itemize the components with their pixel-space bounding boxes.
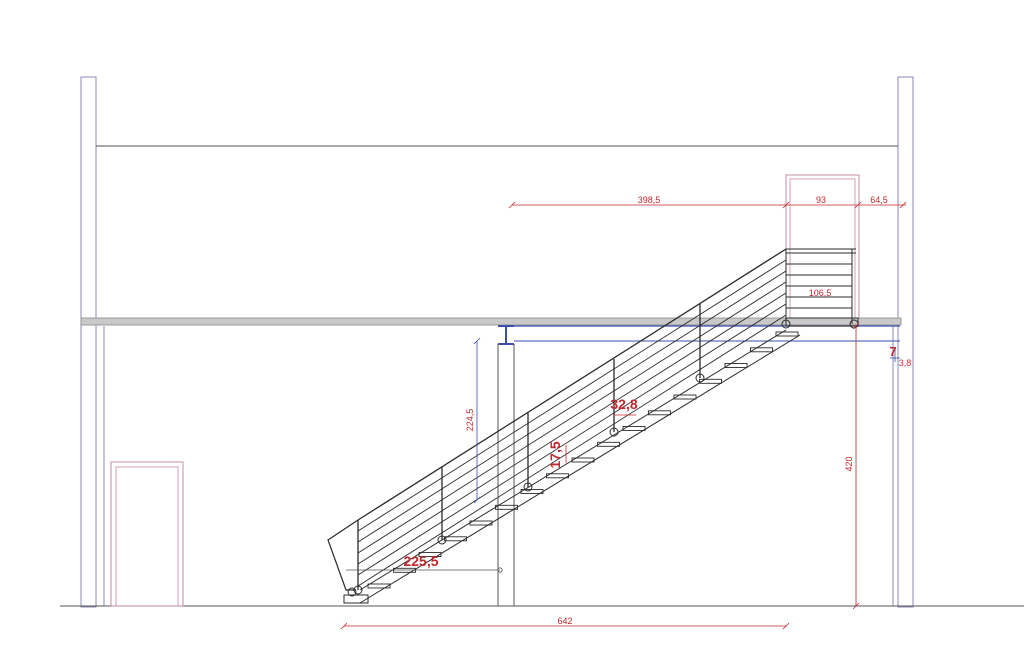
stringer-bottom — [359, 334, 801, 604]
handrail-bar — [357, 259, 787, 532]
ground-floor-door-inner — [115, 466, 179, 607]
label-bottom-rail-offset: 225,5 — [403, 553, 438, 569]
i-beam-section — [498, 325, 514, 345]
staircase — [343, 317, 859, 604]
doors — [110, 174, 860, 607]
landing-guardrail — [785, 248, 856, 324]
label-beam-clearance: 224,5 — [465, 409, 475, 432]
stair-tread — [724, 363, 748, 368]
floor-slab — [80, 317, 902, 326]
dimensions — [340, 201, 907, 630]
handrail-bar — [357, 292, 787, 565]
stair-tread — [750, 347, 773, 353]
stair-tread — [495, 504, 518, 510]
baluster-bolt — [353, 585, 363, 595]
dimension-labels: 398,5 93 64,5 106,5 642 420 224,5 7 3,8 … — [403, 195, 911, 626]
stair-foot-bolt — [347, 587, 357, 597]
label-landing-offset: 398,5 — [638, 195, 661, 205]
label-tread-depth: 32,8 — [610, 396, 637, 412]
stair-foot-plate — [343, 594, 369, 604]
handrail-bar — [357, 270, 787, 543]
baluster-bolt — [695, 373, 705, 383]
stringer-top — [359, 329, 787, 591]
baluster-bolt — [523, 482, 533, 492]
label-riser-height: 17,5 — [547, 441, 563, 468]
baluster-bolt — [437, 535, 447, 545]
stair-tread — [469, 520, 493, 526]
handrail-bar — [357, 281, 787, 554]
stair-tread — [597, 441, 620, 447]
stair-tread — [571, 457, 595, 463]
stair-tread — [418, 552, 442, 557]
support-beam — [497, 325, 900, 606]
stair-treads — [367, 331, 799, 589]
baluster-bolt — [609, 427, 619, 437]
label-small-offset: 3,8 — [899, 358, 912, 368]
building-structure — [60, 76, 1024, 608]
label-landing-rail-length: 106,5 — [809, 288, 832, 298]
stair-tread — [648, 410, 671, 416]
label-wall-gap: 64,5 — [870, 195, 888, 205]
left-wall-column — [80, 76, 97, 608]
stair-tread — [546, 473, 569, 479]
stair-tread — [520, 489, 544, 494]
stair-tread — [444, 536, 467, 542]
handrail-bar — [357, 303, 787, 576]
handrail-bar — [357, 314, 787, 587]
right-wall-column — [897, 76, 914, 608]
handrail-bottom-return — [327, 519, 359, 591]
stair-tread — [775, 331, 799, 337]
stair-tread — [367, 583, 391, 589]
handrail-top-bar — [357, 248, 787, 521]
label-total-run: 642 — [557, 616, 572, 626]
stair-tread — [699, 378, 722, 384]
handrail-bars — [357, 248, 787, 587]
stair-handrail — [327, 248, 856, 595]
stair-tread — [622, 426, 646, 431]
handrail-balusters — [353, 304, 705, 595]
ground-floor-door-outer — [110, 461, 184, 607]
label-slab-thickness: 7 — [889, 344, 896, 359]
label-landing-width: 93 — [816, 195, 826, 205]
label-floor-height: 420 — [844, 456, 854, 471]
stair-tread — [673, 394, 697, 400]
